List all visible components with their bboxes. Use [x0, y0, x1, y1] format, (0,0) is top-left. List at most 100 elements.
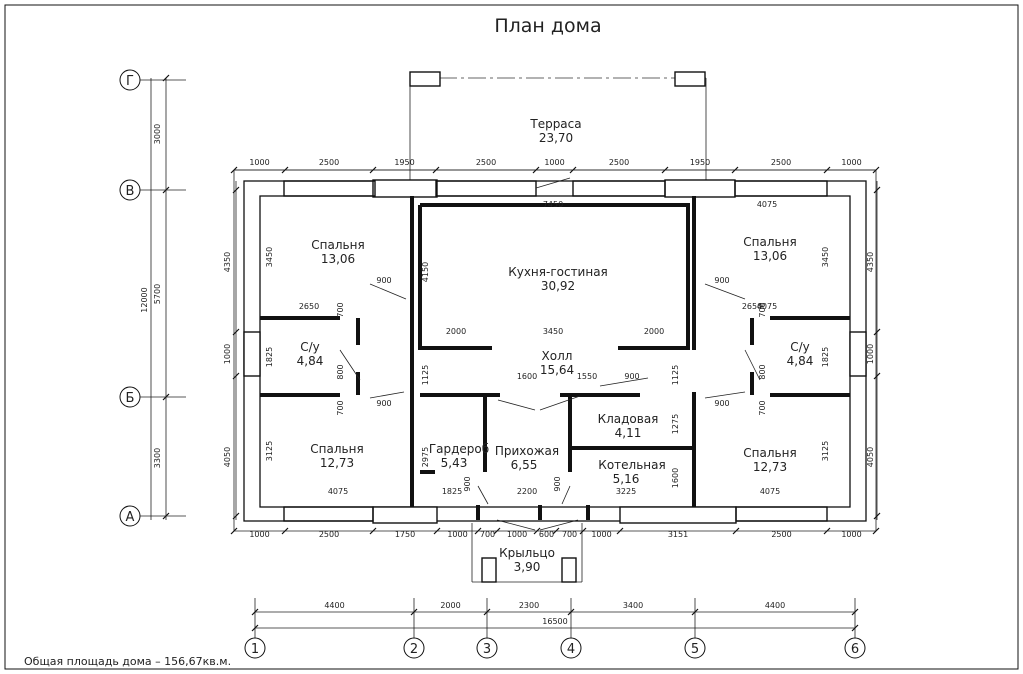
terrace-column-left [409, 71, 441, 87]
dimension-label: 4075 [760, 487, 780, 496]
dimension-label: 2975 [421, 447, 430, 467]
dimension-label: 2500 [771, 158, 791, 167]
room-area-bath-w: 4,84 [297, 354, 324, 368]
dimension-label: 4150 [421, 262, 430, 282]
dimension-label: 4 [567, 642, 575, 657]
room-name-kitchen: Кухня-гостиная [508, 265, 608, 279]
dimension-label: 4050 [223, 447, 232, 467]
dimension-label: 1000 [507, 530, 527, 539]
dimension-tick [410, 608, 418, 616]
dimension-label: 4075 [757, 302, 777, 311]
dimension-label: 7450 [543, 200, 563, 209]
dimension-label: 1600 [671, 468, 680, 488]
room-area-bedroom-se: 12,73 [753, 460, 787, 474]
axis-marker [476, 637, 498, 659]
dimension-label: В [126, 184, 135, 199]
dimension-label: 4400 [324, 601, 344, 610]
room-area-bath-e: 4,84 [787, 354, 814, 368]
dimension-label: 1125 [671, 365, 680, 385]
dimension-label: 1000 [591, 530, 611, 539]
room-name-bedroom-ne: Спальня [743, 235, 796, 249]
dimension-label: 12000 [140, 287, 149, 312]
dimension-label: 900 [463, 476, 472, 491]
dimension-label: 900 [714, 399, 729, 408]
dimension-label: 1275 [671, 414, 680, 434]
dimension-label: 2500 [319, 530, 339, 539]
room-name-bath-w: С/у [300, 340, 320, 354]
dimension-label: 3125 [821, 441, 830, 461]
room-area-pantry: 4,11 [615, 426, 642, 440]
axis-marker [244, 637, 266, 659]
dimension-label: 600 [539, 530, 554, 539]
dimension-label: 1825 [265, 347, 274, 367]
dimension-label: 3000 [153, 124, 162, 144]
dimension-chain-left: 3000 12000 5700 4350 1000 4050 3300 [140, 74, 240, 520]
window [435, 180, 537, 197]
dimension-label: 5700 [153, 284, 162, 304]
dimension-label: 2500 [476, 158, 496, 167]
dimension-tick [731, 166, 739, 174]
dimension-label: 900 [714, 276, 729, 285]
dimension-label: 4075 [757, 200, 777, 209]
dimension-tick [661, 166, 669, 174]
window [283, 506, 374, 522]
room-area-entry: 6,55 [511, 458, 538, 472]
terrace-door [535, 177, 571, 189]
dimension-tick [872, 166, 880, 174]
dimension-label: 3300 [153, 448, 162, 468]
dimension-label: 3450 [265, 247, 274, 267]
room-name-bedroom-se: Спальня [743, 446, 796, 460]
axis-marker [844, 637, 866, 659]
dimension-label: 3225 [616, 487, 636, 496]
dimension-label: 1000 [249, 158, 269, 167]
dimension-label: 1000 [841, 530, 861, 539]
dimension-label: 4350 [223, 252, 232, 272]
dimension-label: 800 [758, 364, 767, 379]
dimension-label: 1000 [249, 530, 269, 539]
dimension-tick [369, 166, 377, 174]
dimension-tick [232, 186, 240, 194]
dimension-label: 3 [483, 642, 491, 657]
room-name-hall: Холл [542, 349, 573, 363]
dimension-label: 16500 [542, 617, 567, 626]
window [243, 331, 261, 377]
dimension-tick [432, 166, 440, 174]
dimension-tick [823, 527, 831, 535]
window [372, 506, 438, 524]
dimension-label: 700 [758, 302, 767, 317]
dimension-label: 4350 [866, 252, 875, 272]
dimension-tick [873, 328, 881, 336]
dimension-tick [732, 527, 740, 535]
room-area-bedroom-nw: 13,06 [321, 252, 355, 266]
window [572, 180, 666, 197]
dimension-label: 1000 [223, 344, 232, 364]
room-area-terrace: 23,70 [539, 131, 573, 145]
dimension-label: 1 [251, 642, 259, 657]
dimension-label: 700 [758, 400, 767, 415]
dimension-label: 900 [624, 372, 639, 381]
window [734, 180, 828, 197]
dimension-tick [230, 166, 238, 174]
dimension-label: 2300 [519, 601, 539, 610]
room-area-bedroom-sw: 12,73 [320, 456, 354, 470]
room-name-entry: Прихожая [495, 444, 559, 458]
dimension-tick [532, 166, 540, 174]
terrace-column-right [674, 71, 706, 87]
dimension-label: 900 [376, 276, 391, 285]
dimension-label: 1950 [394, 158, 414, 167]
dimension-label: 900 [376, 399, 391, 408]
dimension-label: 1550 [577, 372, 597, 381]
room-name-boiler: Котельная [598, 458, 665, 472]
window [619, 506, 737, 524]
dimension-label: 1825 [442, 487, 462, 496]
dimension-label: Г [126, 74, 134, 89]
dimension-tick [851, 608, 859, 616]
room-area-boiler: 5,16 [613, 472, 640, 486]
room-area-hall: 15,64 [540, 363, 574, 377]
dimension-tick [281, 527, 289, 535]
dimension-tick [369, 527, 377, 535]
dimension-label: 2650 [299, 302, 319, 311]
total-area-note: Общая площадь дома – 156,67кв.м. [24, 655, 231, 668]
